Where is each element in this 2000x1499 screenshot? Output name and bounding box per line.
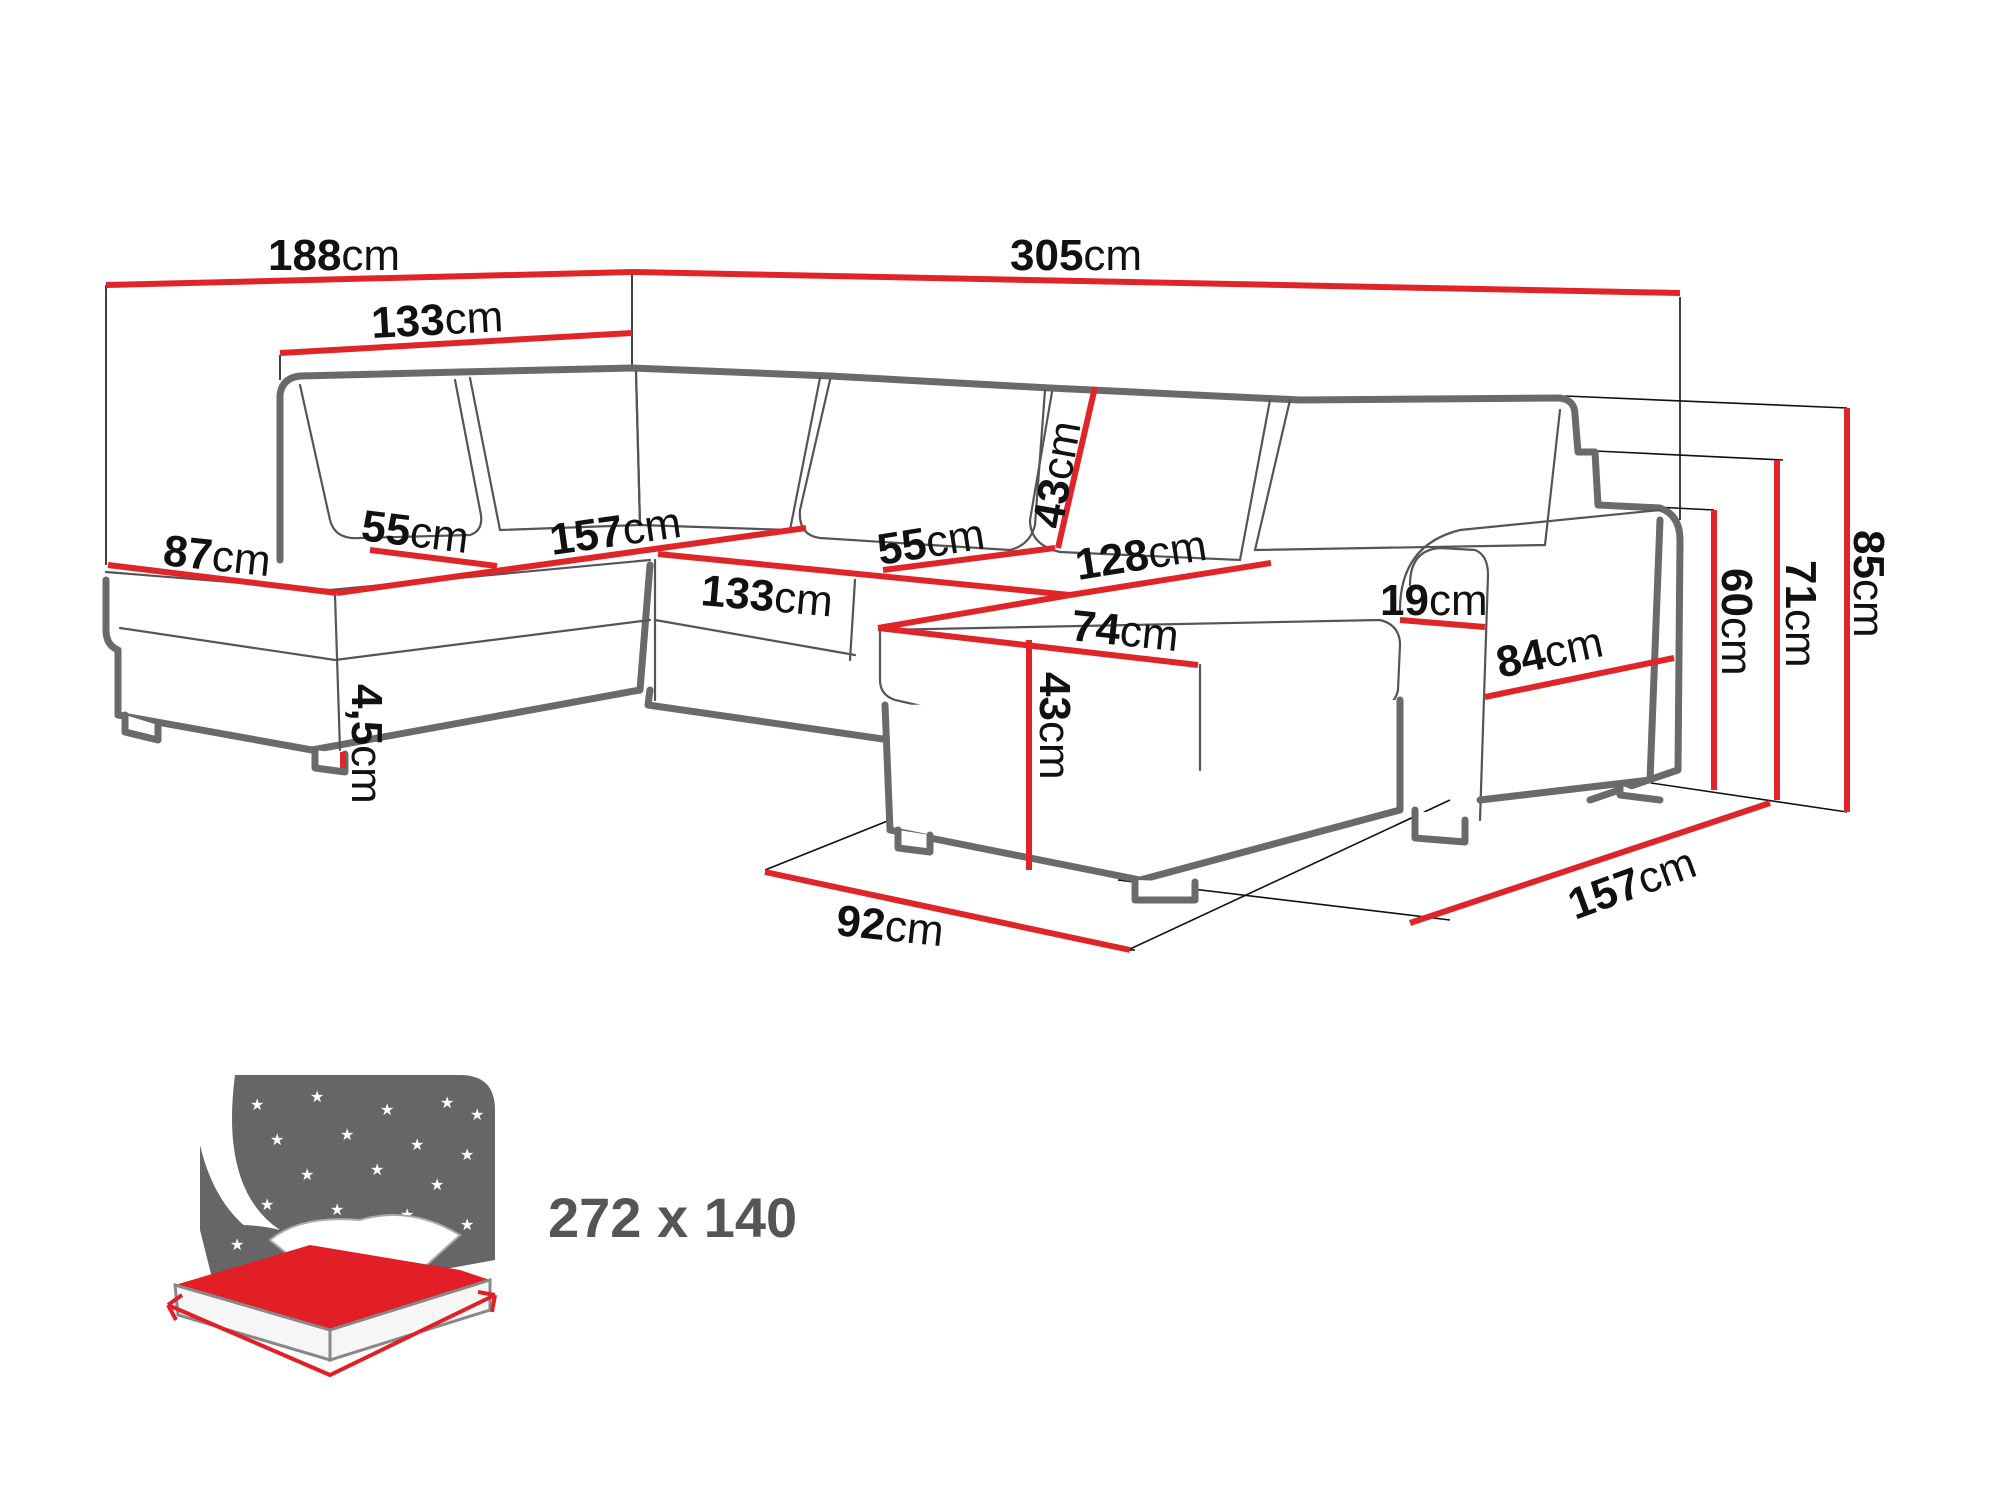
bed-night-icon: ★★★ ★★★ ★★★ ★★★ ★★★ ★★★ [166, 1075, 497, 1378]
svg-text:★: ★ [330, 1200, 344, 1219]
dim-line-19 [1399, 617, 1486, 630]
dimension-labels: 188cm 305cm 133cm 87cm 55cm 157cm 133cm … [161, 231, 1893, 956]
label-55-left: 55cm [359, 501, 472, 563]
dim-line-87 [107, 562, 338, 596]
label-84: 84cm [1492, 617, 1607, 687]
label-87: 87cm [161, 526, 273, 586]
label-92: 92cm [834, 896, 946, 956]
label-188: 188cm [268, 231, 400, 280]
svg-text:★: ★ [370, 1160, 384, 1179]
svg-text:★: ★ [310, 1087, 324, 1106]
label-55-right: 55cm [874, 510, 988, 575]
svg-text:★: ★ [470, 1105, 484, 1124]
svg-text:★: ★ [300, 1165, 314, 1184]
label-128: 128cm [1072, 521, 1210, 590]
dim-line-ottoman-diag [877, 592, 1071, 631]
label-305: 305cm [1010, 231, 1142, 280]
dim-line-305 [631, 269, 1681, 296]
label-157-mid: 157cm [547, 498, 685, 565]
svg-text:★: ★ [270, 1130, 284, 1149]
sleeping-area-label: 272 x 140 [548, 1186, 797, 1249]
svg-text:★: ★ [410, 1135, 424, 1154]
label-4-5: 4,5cm [342, 684, 391, 804]
svg-text:★: ★ [440, 1093, 454, 1112]
dim-line-133-mid [657, 551, 1071, 598]
left-chaise-outline [102, 561, 654, 754]
dimension-lines [105, 269, 1850, 953]
svg-text:★: ★ [260, 1195, 274, 1214]
label-60: 60cm [1712, 568, 1761, 676]
label-74: 74cm [1069, 601, 1181, 661]
label-133-mid: 133cm [699, 566, 835, 626]
svg-text:★: ★ [340, 1125, 354, 1144]
label-43-back: 43cm [1024, 417, 1091, 531]
dim-line-128 [1069, 560, 1272, 598]
svg-text:★: ★ [250, 1095, 264, 1114]
label-133-top: 133cm [370, 292, 504, 348]
dim-line-92 [764, 869, 1131, 953]
label-85: 85cm [1844, 530, 1893, 638]
dim-line-55-right [882, 545, 1056, 573]
svg-text:★: ★ [230, 1235, 244, 1254]
label-19: 19cm [1380, 576, 1488, 625]
sofa-drawing [102, 364, 1684, 904]
dim-line-157-depth [1409, 800, 1771, 926]
dim-line-43-back [1055, 386, 1098, 549]
dim-line-188 [105, 269, 633, 288]
svg-text:★: ★ [460, 1215, 474, 1234]
svg-text:★: ★ [380, 1100, 394, 1119]
dim-line-133-top [279, 330, 633, 356]
dim-line-157-mid [336, 525, 807, 596]
dim-line-74 [877, 625, 1199, 668]
label-71: 71cm [1776, 560, 1825, 668]
dim-line-84 [1484, 655, 1675, 700]
svg-text:★: ★ [430, 1175, 444, 1194]
label-43-front: 43cm [1030, 672, 1079, 780]
svg-text:★: ★ [460, 1145, 474, 1164]
dim-line-55-left [369, 547, 498, 569]
